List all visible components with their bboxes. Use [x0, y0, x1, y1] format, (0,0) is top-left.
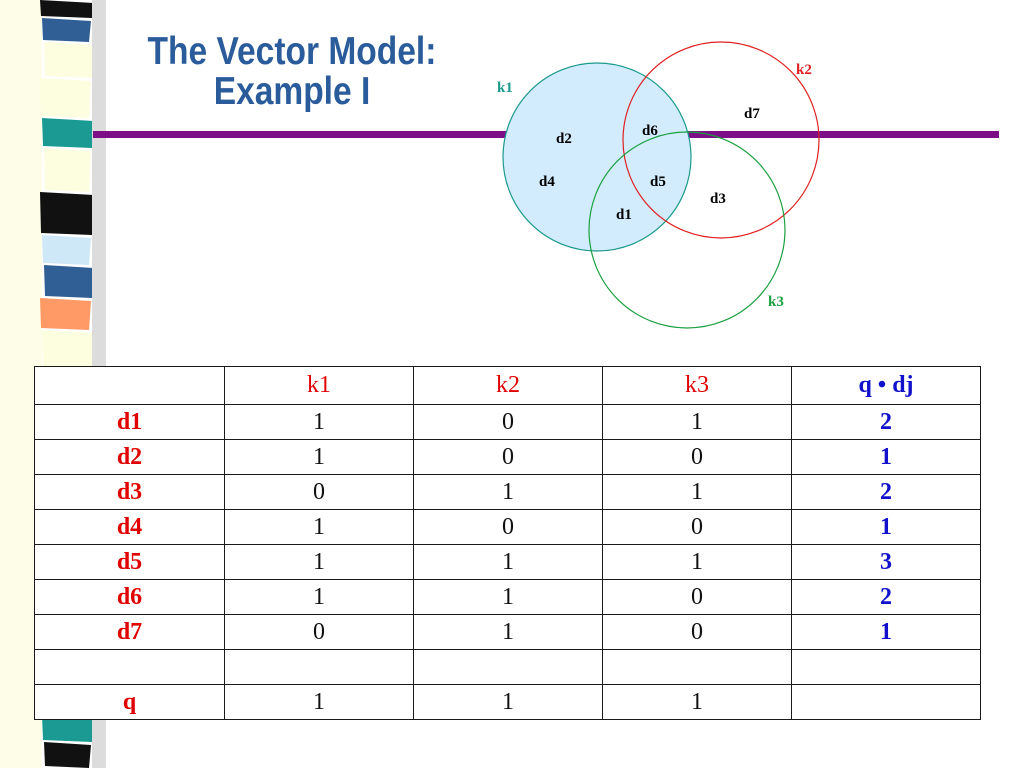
- k2-circle: [622, 41, 820, 239]
- header-k2: k2: [413, 366, 603, 405]
- table-row: d1 1 0 1 2: [34, 404, 981, 440]
- table-row: d4 1 0 0 1: [34, 509, 981, 545]
- score-cell: 1: [791, 614, 981, 650]
- strip-block: [40, 192, 94, 235]
- title-divider: [93, 131, 999, 138]
- table-cell: [413, 649, 603, 685]
- row-label-cell: d6: [34, 579, 225, 615]
- table-cell: 1: [224, 544, 414, 580]
- query-row: q 1 1 1: [34, 684, 981, 720]
- row-label-cell: d2: [34, 439, 225, 475]
- table-cell: 0: [602, 509, 792, 545]
- table-cell: 0: [413, 509, 603, 545]
- table-cell: 1: [602, 474, 792, 510]
- header-k1: k1: [224, 366, 414, 405]
- score-cell: 2: [791, 474, 981, 510]
- table-row: d5 1 1 1 3: [34, 544, 981, 580]
- header-similarity: q • dj: [791, 366, 981, 405]
- header-corner-cell: [34, 366, 225, 405]
- strip-block: [40, 0, 94, 18]
- table-row: d2 1 0 0 1: [34, 439, 981, 475]
- table-cell: [34, 649, 225, 685]
- row-label-cell: d1: [34, 404, 225, 440]
- slide-title-line-1: The Vector Model:: [147, 30, 437, 73]
- term-document-table: k1 k2 k3 q • dj d1 1 0 1 2 d2 1 0 0 1 d3…: [34, 366, 981, 720]
- table-cell: 1: [602, 684, 792, 720]
- doc-label-d4: d4: [539, 174, 555, 190]
- k3-set-label: k3: [768, 294, 784, 310]
- table-cell: 0: [413, 404, 603, 440]
- score-cell: 2: [791, 579, 981, 615]
- table-row: d6 1 1 0 2: [34, 579, 981, 615]
- table-row: d7 0 1 0 1: [34, 614, 981, 650]
- table-cell: 1: [413, 474, 603, 510]
- strip-block: [42, 235, 91, 265]
- strip-block: [40, 78, 91, 118]
- score-cell: 2: [791, 404, 981, 440]
- table-cell: [791, 649, 981, 685]
- table-cell: [224, 649, 414, 685]
- strip-block: [42, 18, 91, 42]
- strip-block: [44, 265, 94, 298]
- doc-label-d1: d1: [616, 207, 632, 223]
- query-label-cell: q: [34, 684, 225, 720]
- strip-block: [42, 715, 94, 742]
- table-cell: 1: [413, 544, 603, 580]
- table-header-row: k1 k2 k3 q • dj: [34, 366, 981, 405]
- table-cell: 1: [413, 579, 603, 615]
- slide-title: The Vector Model: Example I: [137, 32, 447, 112]
- table-cell: [602, 649, 792, 685]
- strip-block: [40, 298, 91, 330]
- header-k3: k3: [602, 366, 792, 405]
- k3-circle: [588, 131, 786, 329]
- table-cell: 1: [224, 404, 414, 440]
- table-cell: 1: [602, 404, 792, 440]
- slide-title-line-2: Example I: [213, 70, 371, 113]
- table-cell: 1: [224, 579, 414, 615]
- table-row: d3 0 1 1 2: [34, 474, 981, 510]
- strip-block: [42, 330, 94, 372]
- table-cell: 1: [413, 614, 603, 650]
- row-label-cell: d5: [34, 544, 225, 580]
- row-label-cell: d7: [34, 614, 225, 650]
- table-cell: 1: [224, 509, 414, 545]
- table-cell: 1: [224, 684, 414, 720]
- row-label-cell: d3: [34, 474, 225, 510]
- doc-label-d7: d7: [744, 106, 760, 122]
- strip-block: [44, 148, 91, 192]
- row-label-cell: d4: [34, 509, 225, 545]
- table-cell: 0: [602, 579, 792, 615]
- table-cell: 0: [413, 439, 603, 475]
- k1-circle: [502, 62, 692, 252]
- table-cell: 0: [602, 614, 792, 650]
- k1-set-label: k1: [497, 80, 513, 96]
- empty-row: [34, 649, 981, 685]
- strip-block: [42, 118, 94, 148]
- table-cell: 1: [224, 439, 414, 475]
- table-cell: 0: [224, 474, 414, 510]
- strip-block: [44, 42, 94, 78]
- table-cell: [791, 684, 981, 720]
- table-cell: 0: [224, 614, 414, 650]
- score-cell: 1: [791, 509, 981, 545]
- table-cell: 0: [602, 439, 792, 475]
- doc-label-d3: d3: [710, 191, 726, 207]
- table-cell: 1: [602, 544, 792, 580]
- doc-label-d5: d5: [650, 174, 666, 190]
- strip-block: [44, 742, 91, 768]
- table-cell: 1: [413, 684, 603, 720]
- k2-set-label: k2: [796, 62, 812, 78]
- score-cell: 1: [791, 439, 981, 475]
- score-cell: 3: [791, 544, 981, 580]
